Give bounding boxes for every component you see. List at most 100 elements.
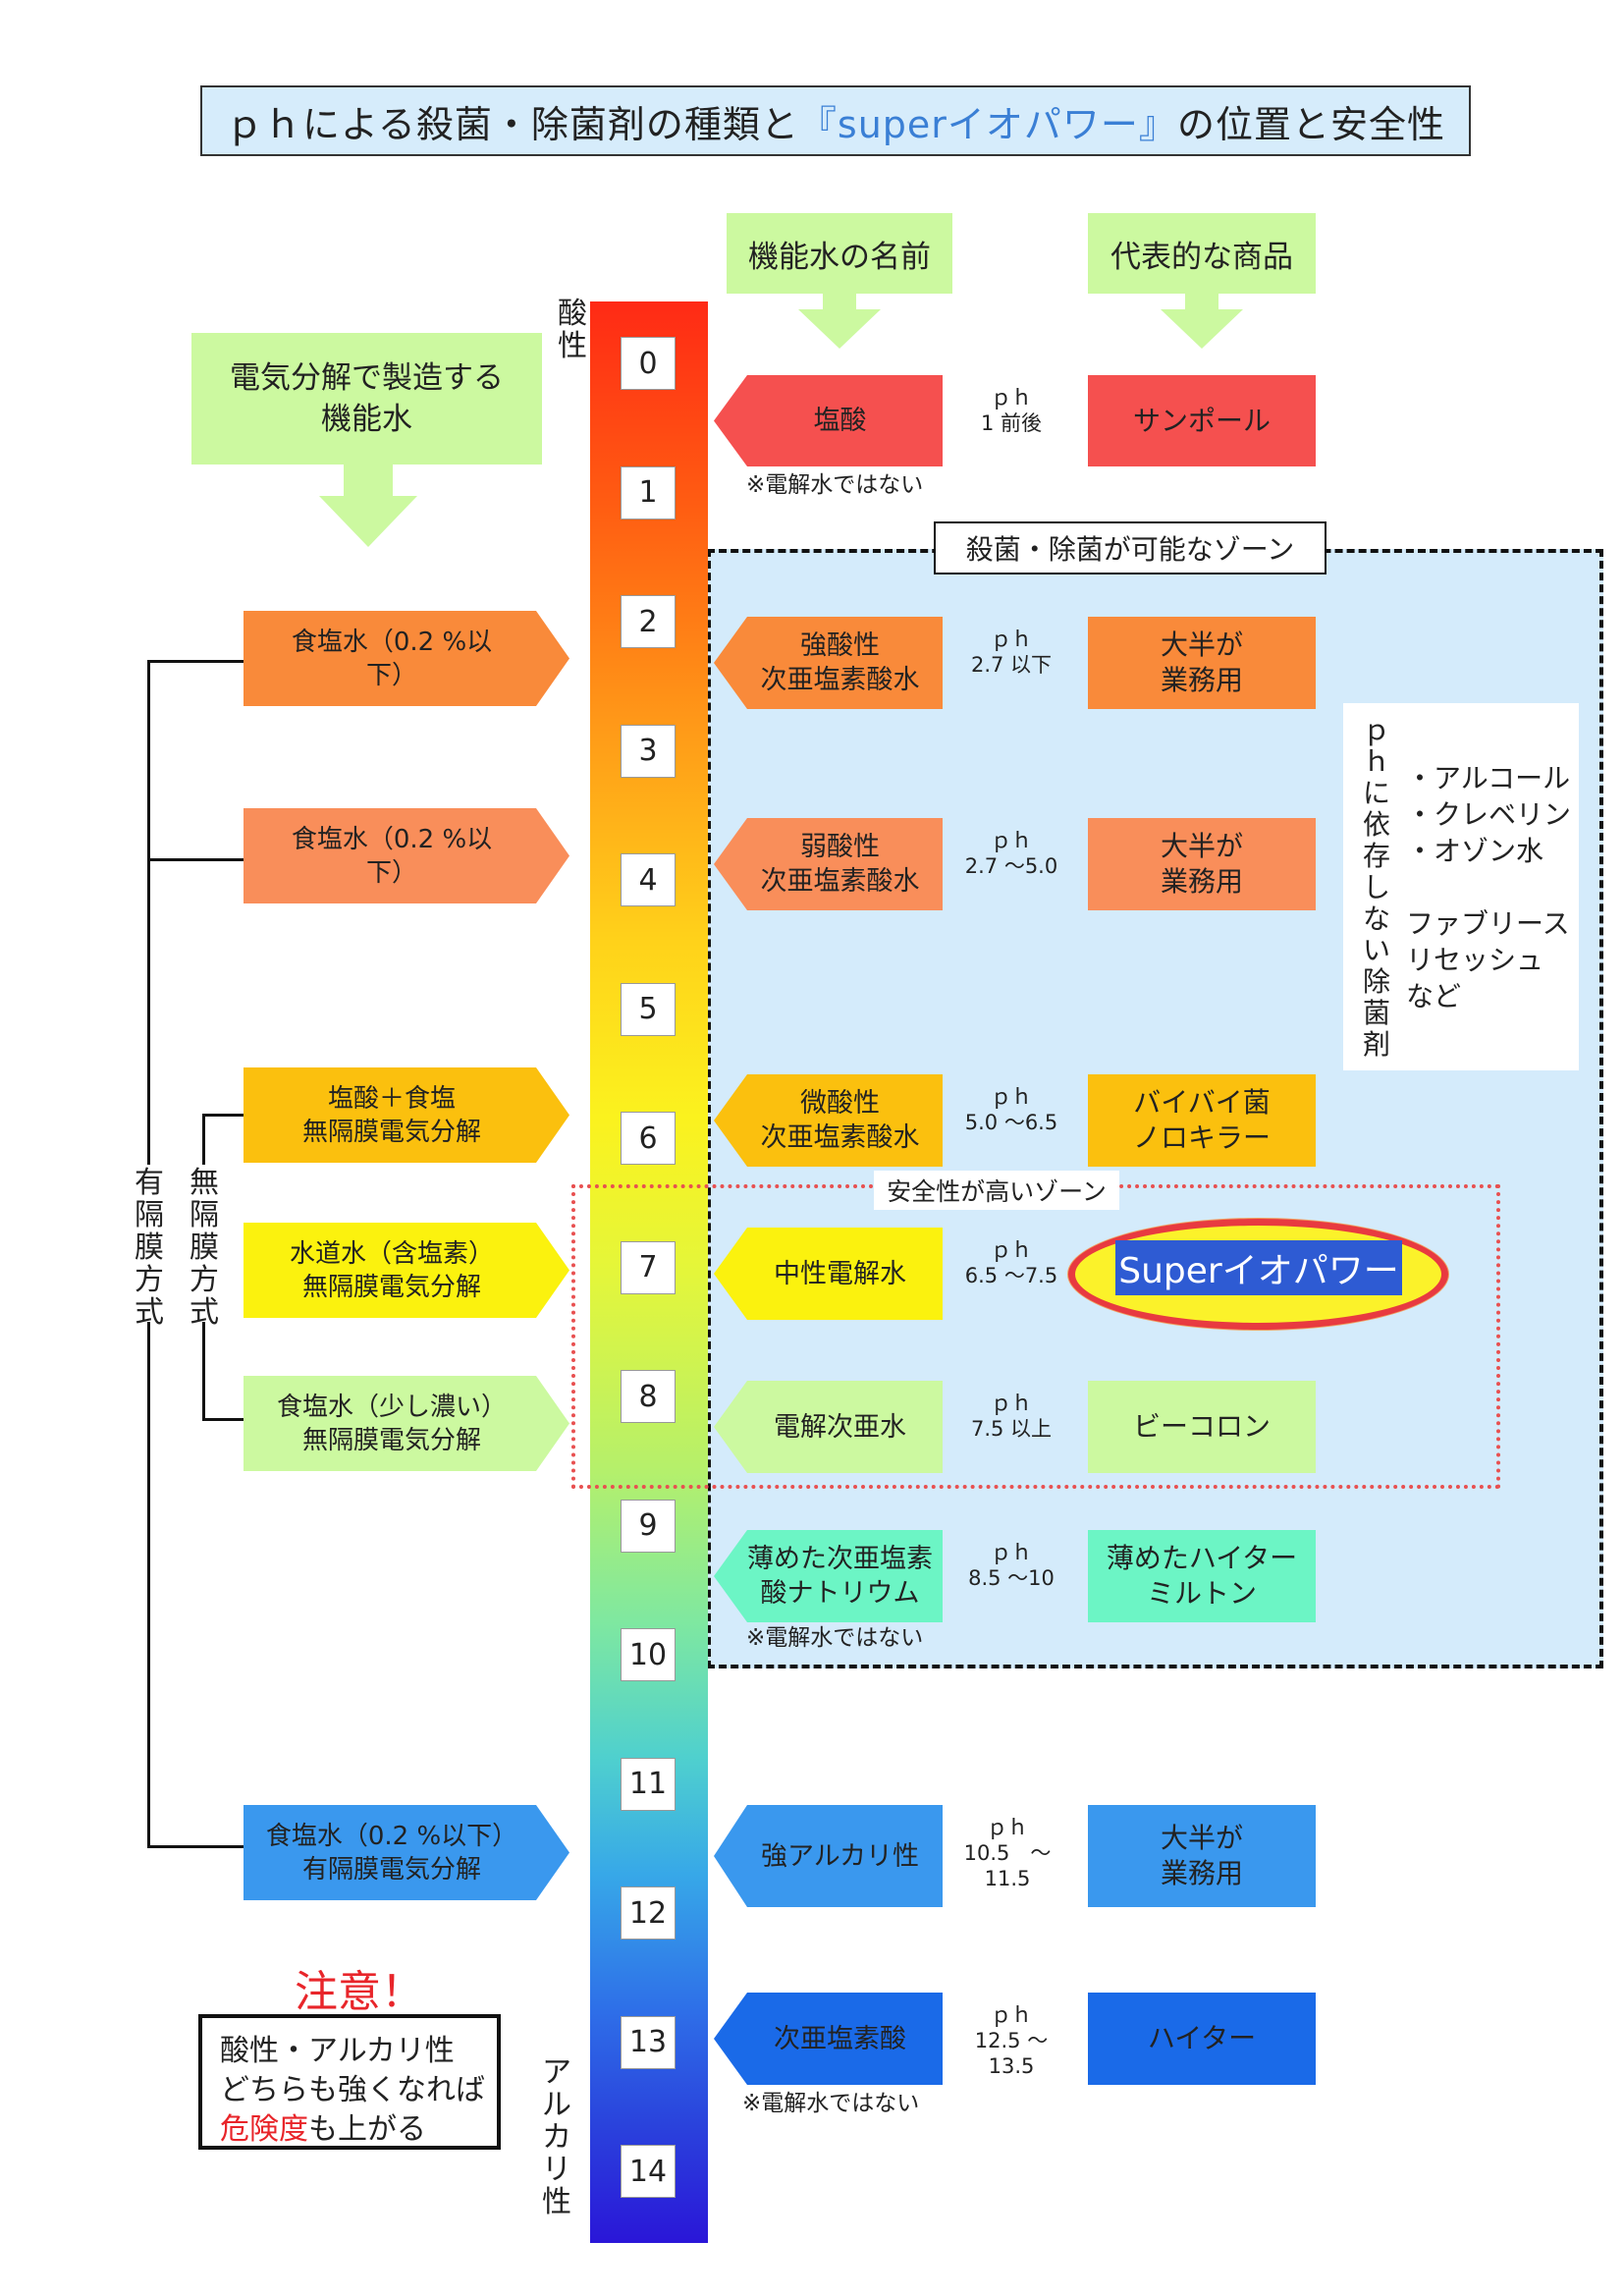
ph-number: 7 [621, 1240, 676, 1294]
ph-number: 2 [621, 595, 676, 648]
ph-value: ｐｈ 12.5 ～13.5 [974, 2003, 1049, 2078]
header-electrolysis-arrow [319, 496, 417, 547]
ph-number: 14 [621, 2145, 676, 2198]
ph-value: ｐｈ 2.7 ～5.0 [964, 829, 1058, 878]
ph-number: 11 [621, 1757, 676, 1811]
product-box: サンポール [1088, 375, 1316, 466]
left-item-arrow: 食塩水（0.2 %以 下） [244, 611, 569, 706]
ph-number: 0 [621, 337, 676, 390]
left-item-label: 水道水（含塩素） 無隔膜電気分解 [289, 1238, 494, 1302]
left-item-arrow: 塩酸＋食塩 無隔膜電気分解 [244, 1067, 569, 1163]
warning-line-1: 酸性・アルカリ性 [220, 2034, 455, 2068]
left-item-arrow: 水道水（含塩素） 無隔膜電気分解 [244, 1223, 569, 1318]
header-product: 代表的な商品 [1088, 213, 1316, 294]
water-name-arrow: 中性電解水 [714, 1228, 943, 1320]
title-post: の位置と安全性 [1176, 102, 1445, 146]
ph-number: 9 [621, 1499, 676, 1553]
water-name-arrow: 薄めた次亜塩素 酸ナトリウム [714, 1530, 943, 1622]
ph-number: 12 [621, 1886, 676, 1940]
with-membrane-label: 有隔膜方式 [135, 1166, 164, 1330]
ph-independent-box [1343, 703, 1579, 1070]
super-ion-power-label: Superイオパワー [1115, 1240, 1402, 1295]
left-item-label: 食塩水（少し濃い） 無隔膜電気分解 [276, 1392, 507, 1455]
note-not-electrolyzed: ※電解水ではない [746, 472, 924, 498]
water-name-label: 薄めた次亜塩素 酸ナトリウム [747, 1544, 933, 1609]
water-name-arrow: 強アルカリ性 [714, 1805, 943, 1907]
product-label: 大半が 業務用 [1160, 830, 1243, 898]
product-box: 大半が 業務用 [1088, 818, 1316, 910]
ph-value: ｐｈ 10.5 ～11.5 [963, 1816, 1052, 1890]
product-box: バイバイ菌 ノロキラー [1088, 1074, 1316, 1167]
water-name-label: 強アルカリ性 [761, 1840, 919, 1872]
left-item-label: 食塩水（0.2 %以 下） [291, 824, 493, 888]
left-item-label: 塩酸＋食塩 無隔膜電気分解 [301, 1083, 481, 1147]
ph-independent-list: ・アルコール ・クレベリン ・オゾン水 ファブリース リセッシュ など [1406, 762, 1572, 1012]
water-name-label: 強酸性 次亜塩素酸水 [760, 630, 920, 695]
water-name-arrow: 電解次亜水 [714, 1381, 943, 1473]
product-box: 大半が 業務用 [1088, 617, 1316, 709]
header-water-name-arrow [798, 309, 881, 349]
warning-box: 酸性・アルカリ性 どちらも強くなれば 危険度も上がる [198, 2014, 501, 2150]
warning-line-3-rest: も上がる [308, 2112, 426, 2147]
bracket-line [147, 660, 245, 663]
warning-title: 注意！ [295, 1967, 424, 2017]
product-label: サンポール [1132, 404, 1271, 437]
ph-value: ｐｈ 6.5 ～7.5 [964, 1238, 1058, 1287]
title-product: 『superイオパワー』 [798, 102, 1177, 146]
header-electrolysis-arrow-stem [344, 465, 393, 496]
water-name-arrow: 微酸性 次亜塩素酸水 [714, 1074, 943, 1167]
water-name-arrow: 強酸性 次亜塩素酸水 [714, 617, 943, 709]
header-product-arrow [1161, 309, 1243, 349]
ph-number: 13 [621, 2015, 676, 2069]
ph-number: 4 [621, 853, 676, 906]
product-box: 大半が 業務用 [1088, 1805, 1316, 1907]
product-label: 薄めたハイター ミルトン [1106, 1542, 1298, 1610]
ph-number: 5 [621, 982, 676, 1036]
water-name-arrow: 次亜塩素酸 [714, 1993, 943, 2085]
ph-independent-title: ｐｈに依存しない除菌剤 [1362, 714, 1390, 1061]
left-item-arrow: 食塩水（0.2 %以 下） [244, 808, 569, 903]
header-electrolysis-label: 電気分解で製造する 機能水 [230, 360, 504, 437]
with-membrane-label-bg [134, 1165, 165, 1322]
note-not-electrolyzed: ※電解水ではない [746, 1625, 924, 1651]
left-item-label: 食塩水（0.2 %以下） 有隔膜電気分解 [265, 1821, 518, 1885]
alkali-label: アルカリ性 [542, 2055, 571, 2219]
product-label: 大半が 業務用 [1160, 629, 1243, 696]
water-name-label: 弱酸性 次亜塩素酸水 [760, 832, 920, 897]
left-item-label: 食塩水（0.2 %以 下） [291, 627, 493, 690]
ph-value: ｐｈ 7.5 以上 [970, 1392, 1053, 1441]
product-label: 大半が 業務用 [1160, 1822, 1243, 1889]
warning-line-3: 危険度も上がる [220, 2110, 497, 2150]
header-product-label: 代表的な商品 [1110, 239, 1293, 275]
ph-value: ｐｈ 2.7 以下 [970, 628, 1053, 677]
product-box: ハイター [1088, 1993, 1316, 2085]
disinfect-zone-label: 殺菌・除菌が可能なゾーン [934, 521, 1326, 574]
ph-number: 8 [621, 1370, 676, 1423]
product-label: ビーコロン [1132, 1410, 1271, 1443]
ph-number: 3 [621, 724, 676, 778]
water-name-label: 次亜塩素酸 [774, 2023, 906, 2054]
water-name-label: 電解次亜水 [774, 1411, 906, 1443]
product-box: 薄めたハイター ミルトン [1088, 1530, 1316, 1622]
page-title: ｐｈによる殺菌・除菌剤の種類と『superイオパワー』の位置と安全性 [200, 85, 1471, 156]
ph-number: 1 [621, 465, 676, 519]
water-name-arrow: 塩酸 [714, 375, 943, 466]
left-item-arrow: 食塩水（0.2 %以下） 有隔膜電気分解 [244, 1805, 569, 1900]
bracket-line [147, 858, 245, 861]
without-membrane-label-bg [189, 1165, 220, 1322]
note-not-electrolyzed: ※電解水ではない [742, 2091, 920, 2116]
left-item-arrow: 食塩水（少し濃い） 無隔膜電気分解 [244, 1376, 569, 1471]
bracket-line [202, 1114, 245, 1117]
header-water-name: 機能水の名前 [727, 213, 952, 294]
water-name-label: 中性電解水 [774, 1258, 906, 1289]
header-electrolysis: 電気分解で製造する 機能水 [191, 333, 542, 465]
ph-value: ｐｈ 5.0 ～6.5 [964, 1085, 1058, 1134]
water-name-label: 塩酸 [813, 406, 867, 436]
product-label: ハイター [1147, 2022, 1257, 2054]
water-name-label: 微酸性 次亜塩素酸水 [760, 1088, 920, 1153]
bracket-line [147, 1845, 245, 1848]
warning-danger-word: 危険度 [220, 2112, 308, 2147]
header-water-name-arrow-stem [823, 294, 856, 309]
ph-number: 10 [621, 1628, 676, 1681]
ph-value: ｐｈ 1 前後 [980, 386, 1043, 435]
